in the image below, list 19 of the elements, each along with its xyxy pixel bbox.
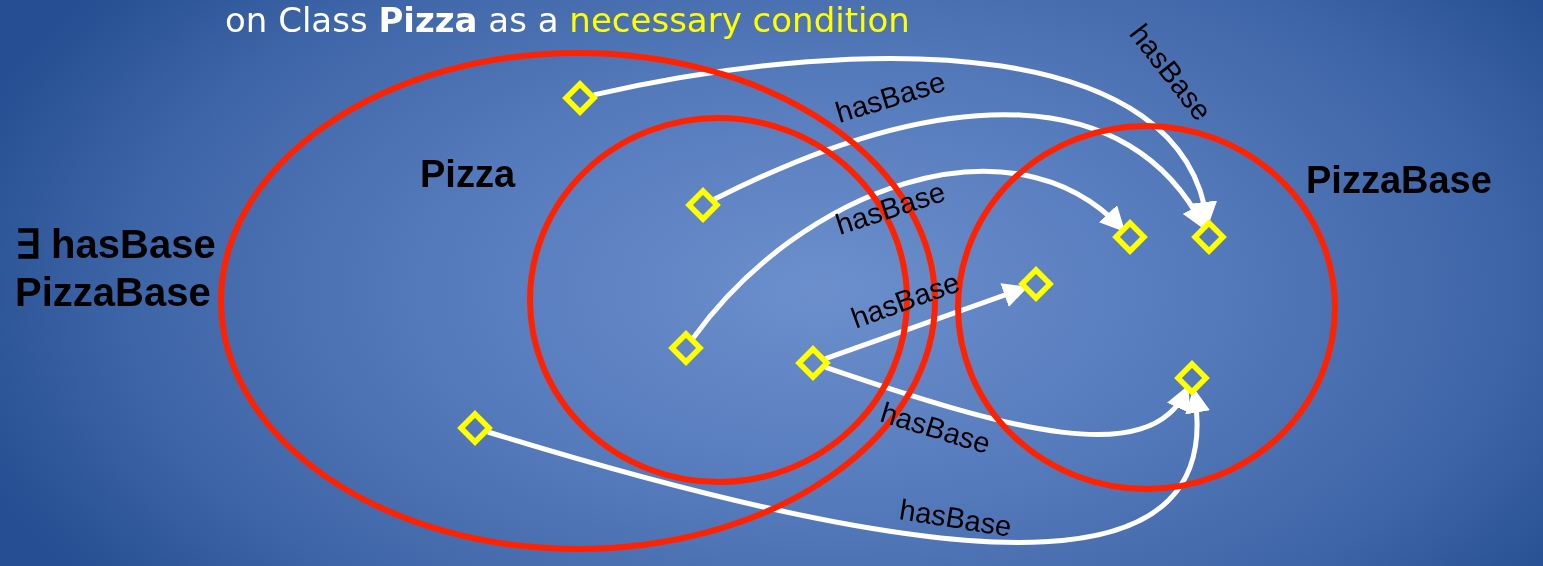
individual-diamond bbox=[669, 331, 703, 365]
edge-label: hasBase bbox=[896, 492, 1014, 544]
individual-diamond bbox=[1019, 267, 1053, 301]
arrow bbox=[824, 364, 1190, 437]
individual-diamond bbox=[686, 188, 720, 222]
individual-diamond bbox=[563, 81, 597, 115]
individual-diamond bbox=[1192, 220, 1226, 254]
edge-label: hasBase bbox=[831, 174, 949, 242]
individual-diamond bbox=[1175, 361, 1209, 395]
arrow bbox=[691, 168, 1126, 340]
subtitle-text: on Class Pizza as a bbox=[225, 0, 559, 40]
individual-diamond bbox=[458, 411, 492, 445]
class-label: Pizza bbox=[420, 152, 517, 197]
individual-diamond bbox=[1113, 220, 1147, 254]
subtitle-text: necessary condition bbox=[569, 0, 910, 40]
class-label: PizzaBase bbox=[1306, 158, 1493, 203]
class-label: ∃ hasBase PizzaBase bbox=[15, 221, 217, 316]
individual-diamond bbox=[796, 346, 830, 380]
edge-label: hasBase bbox=[831, 64, 949, 130]
